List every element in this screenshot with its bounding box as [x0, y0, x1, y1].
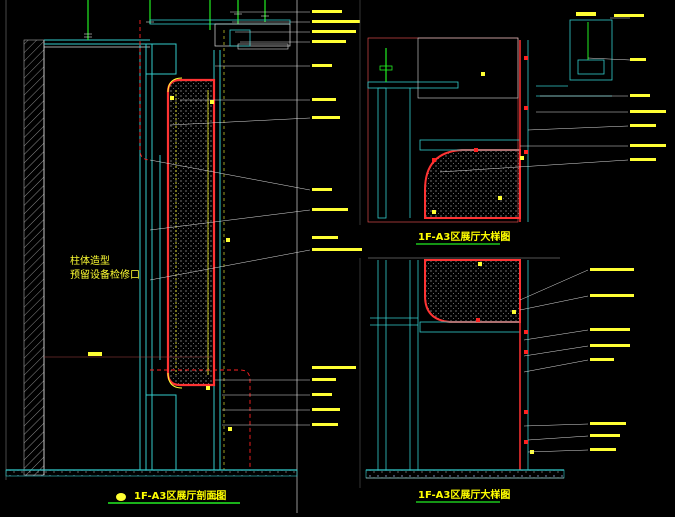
bottom-right-view-title: 1F-A3区展厅大样图: [418, 488, 510, 501]
left-section-view: 柱体造型 预留设备检修口 1F-A3区展厅剖面图 1:20: [5, 0, 362, 513]
title-marker: [116, 493, 126, 501]
left-note-line2: 预留设备检修口: [70, 268, 140, 281]
top-right-view-title: 1F-A3区展厅大样图: [418, 230, 510, 243]
left-view-scale: 1:20: [208, 493, 224, 501]
top-right-detail-view: 1F-A3区展厅大样图 1:10: [359, 0, 666, 245]
left-label-blocks: [312, 10, 362, 426]
bottom-right-detail-view: 1F-A3区展厅大样图 1:10: [359, 257, 634, 503]
left-view-title: 1F-A3区展厅剖面图: [134, 489, 226, 502]
bottom-right-view-scale: 1:10: [494, 492, 510, 500]
top-cabinet-curve: [424, 149, 521, 219]
left-note-line1: 柱体造型: [70, 254, 110, 267]
hatched-wall: [23, 39, 45, 476]
bottom-cabinet-curve: [424, 259, 521, 323]
display-cabinet: [166, 78, 216, 387]
top-right-view-scale: 1:10: [494, 234, 510, 242]
